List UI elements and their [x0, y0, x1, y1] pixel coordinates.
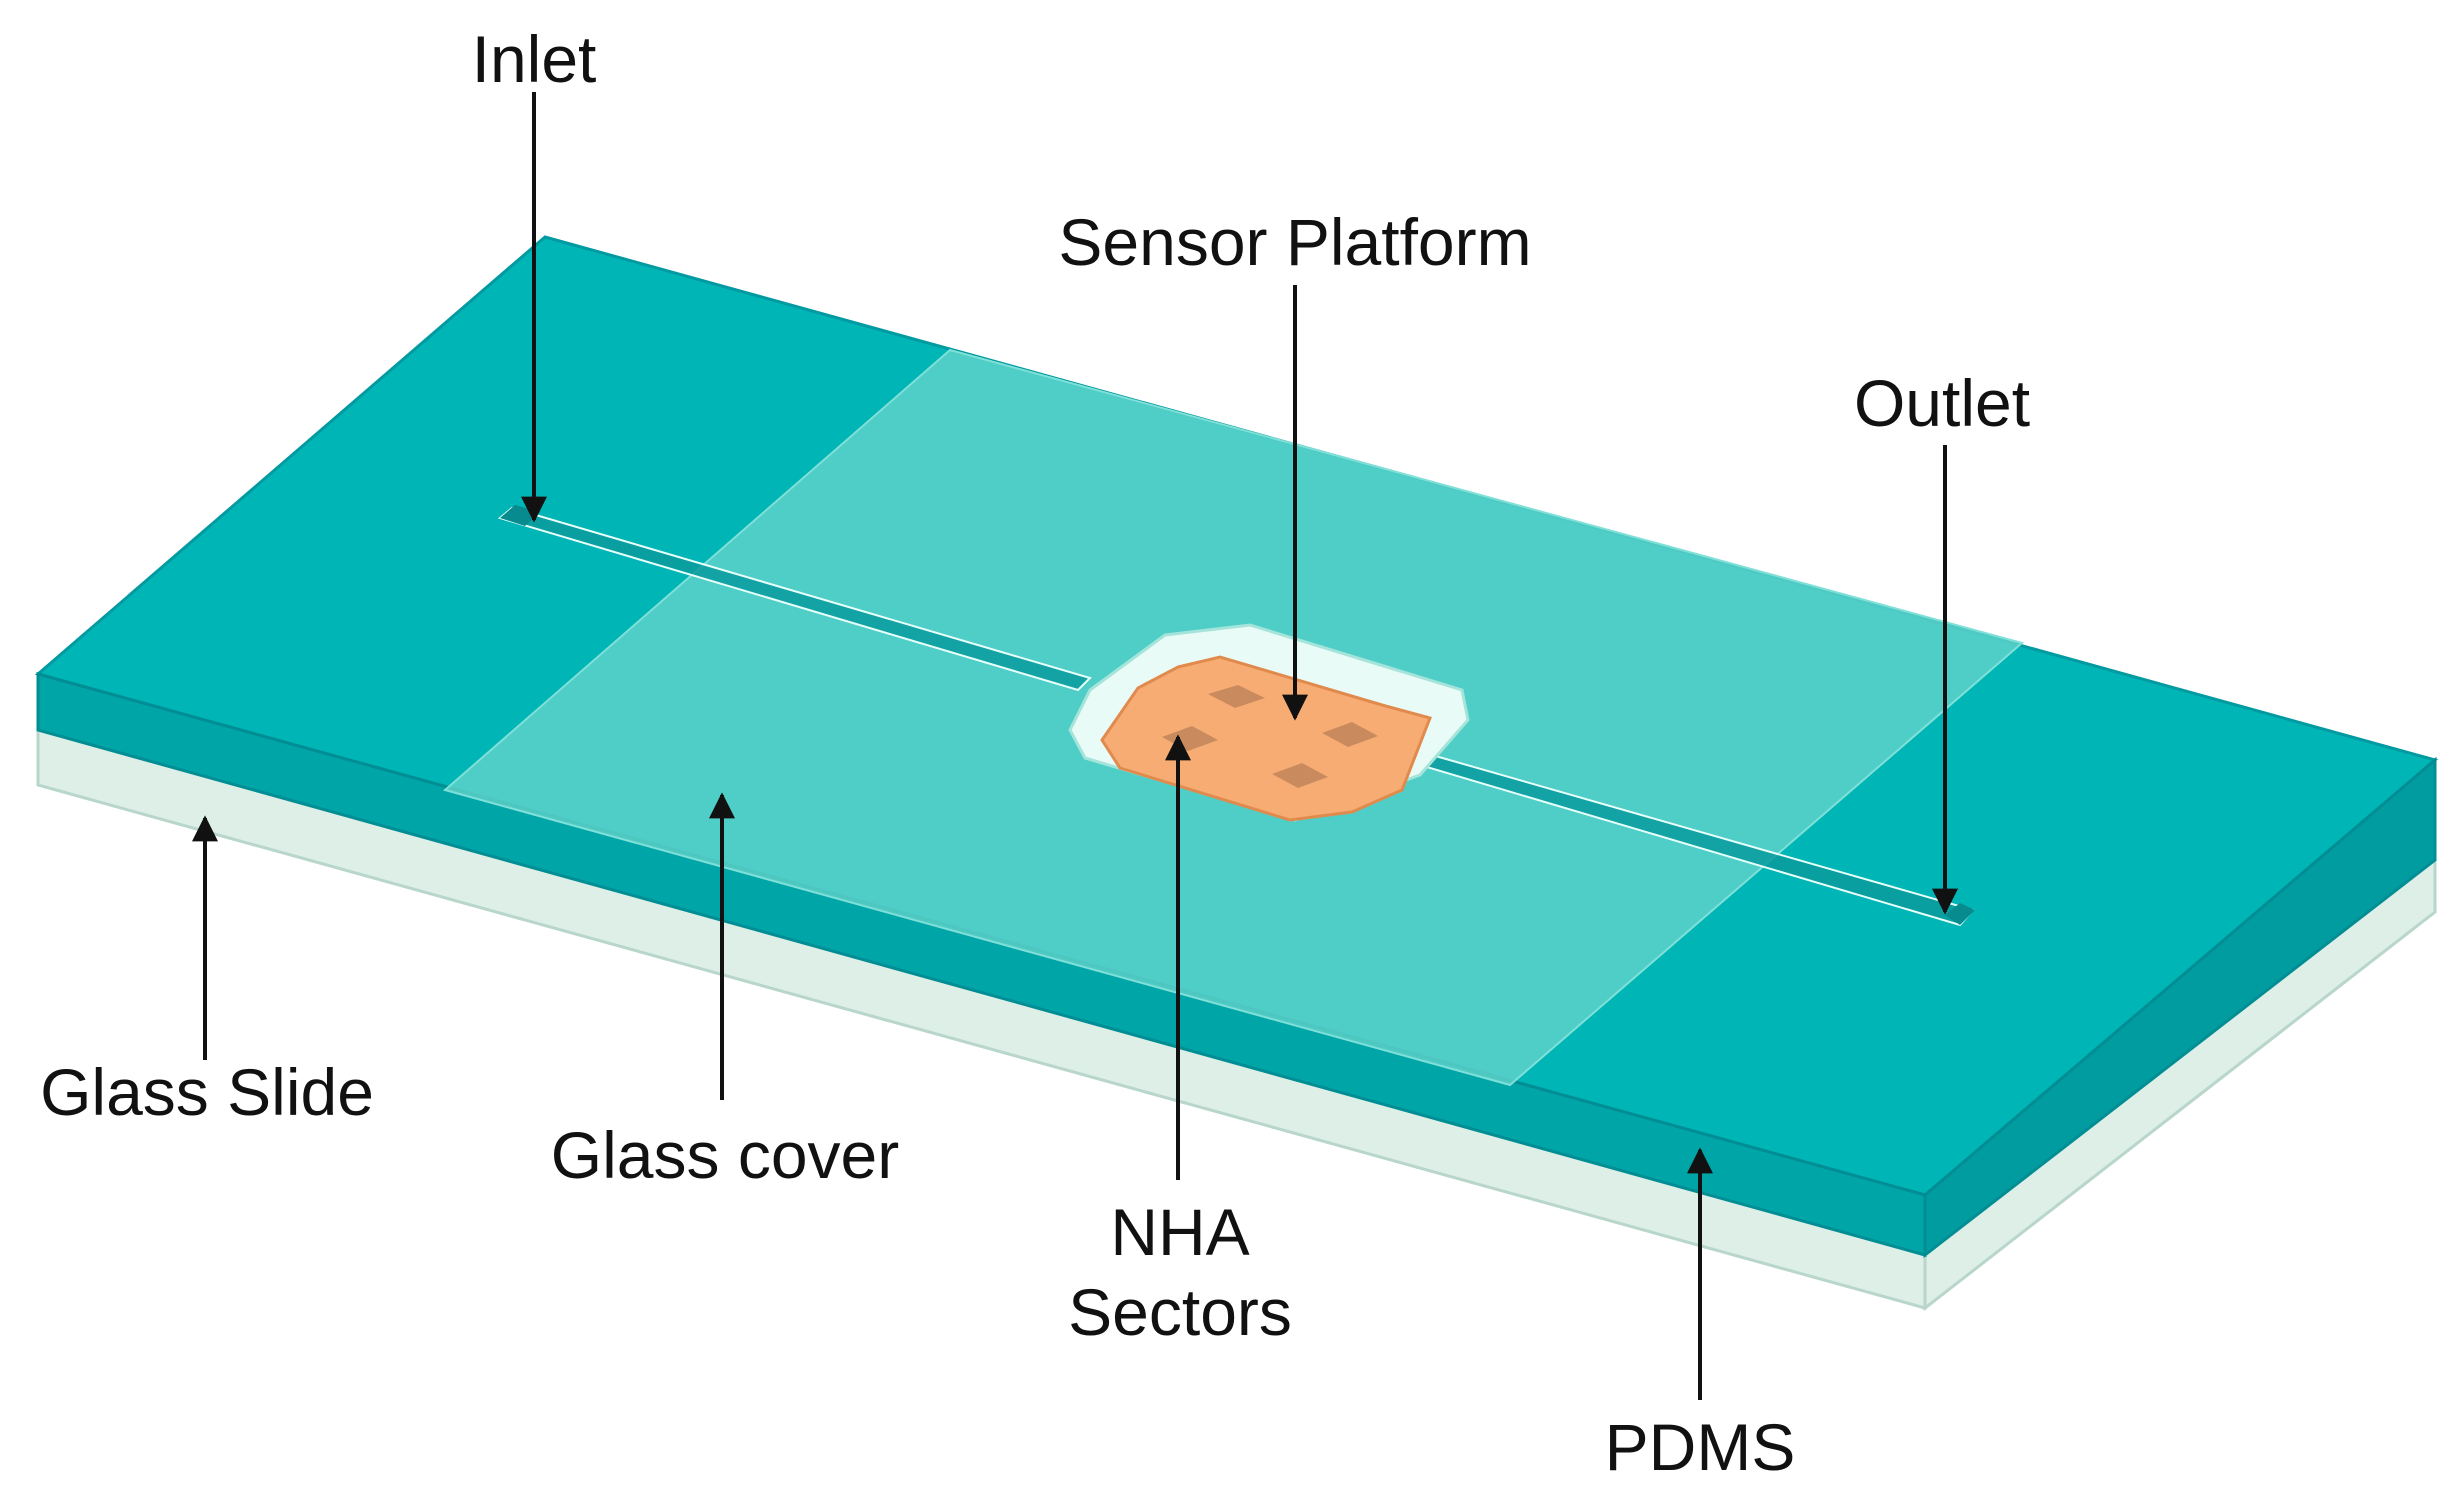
inlet-label: Inlet [472, 22, 597, 96]
nha-sectors-label-line2: Sectors [1068, 1275, 1292, 1349]
annotation-arrows [192, 92, 1958, 1400]
nha-sector [1322, 722, 1378, 747]
nha-sectors-label-line1: NHA [1110, 1195, 1249, 1269]
glass-cover-label: Glass cover [551, 1118, 899, 1192]
outlet-label: Outlet [1854, 366, 2030, 440]
sensor-platform-label: Sensor Platform [1058, 205, 1531, 279]
glass-slide-label: Glass Slide [40, 1055, 374, 1129]
sensor-platform [1100, 655, 1433, 822]
nha-sector [1272, 763, 1328, 788]
pdms-right-face [1923, 756, 2437, 1259]
pdms-label: PDMS [1605, 1410, 1796, 1484]
nha-sector [1208, 685, 1265, 708]
outlet-port [1945, 903, 1975, 925]
